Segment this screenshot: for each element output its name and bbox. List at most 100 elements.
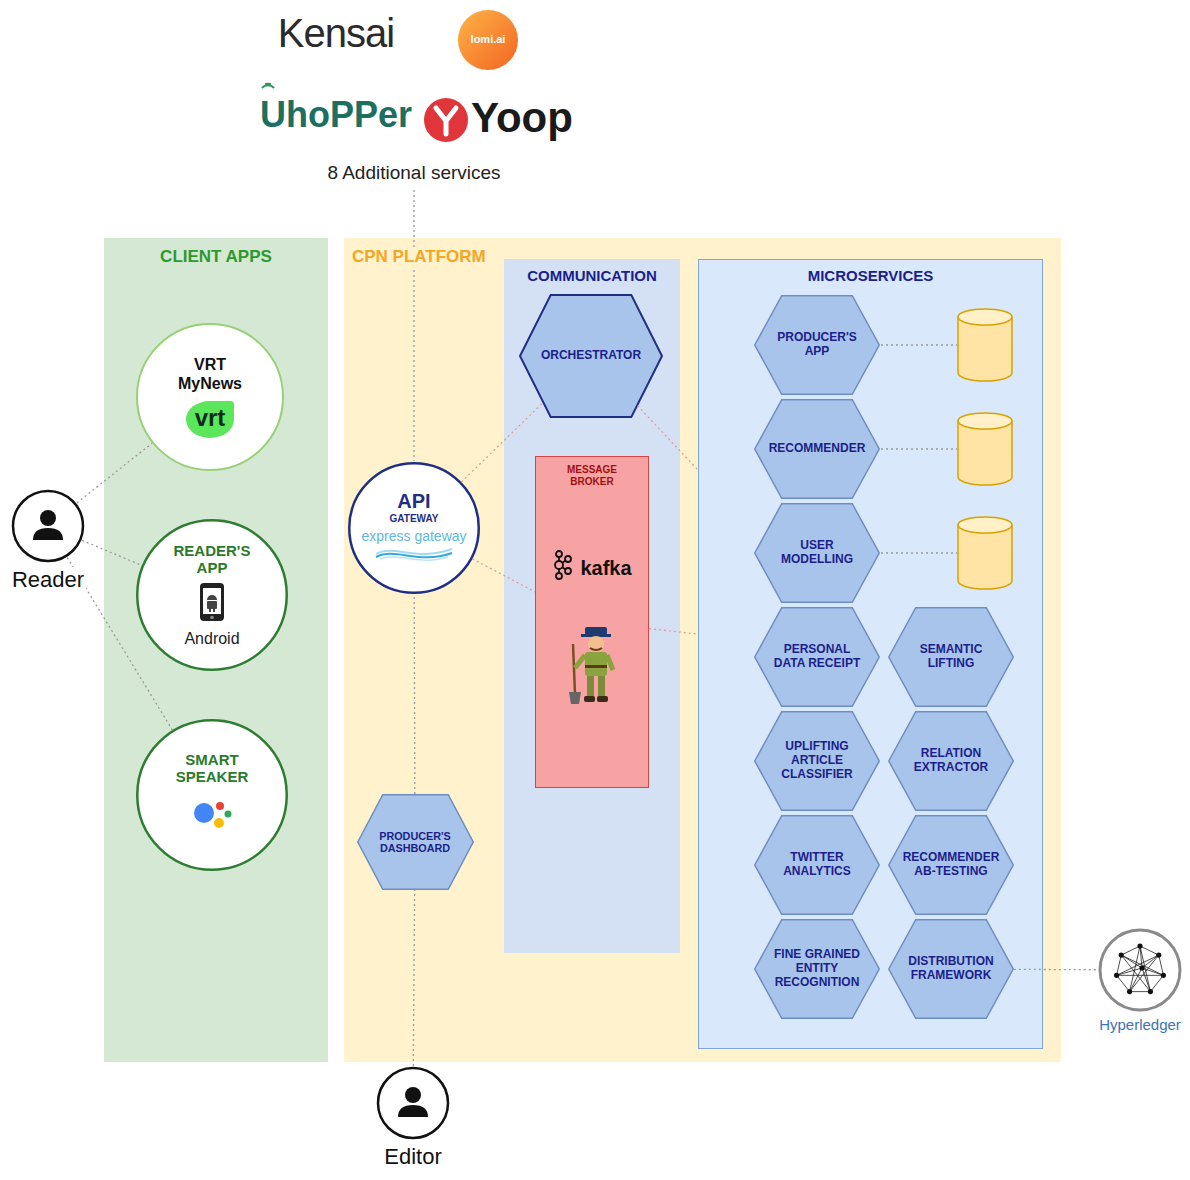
platform-band: CPN PLATFORMAPIGATEWAYexpress gatewayPRO…: [344, 238, 1061, 1062]
communication-outline: [504, 259, 680, 953]
hyperledger-outline-part: [1119, 952, 1124, 957]
yoop-logo-mark: [436, 108, 456, 134]
kafdrop-mascot-part: [573, 644, 575, 694]
partner-logo-text: Yoop: [471, 94, 573, 142]
node-title: PRODUCER'S APP: [767, 331, 867, 359]
hyperledger-outline-part: [1139, 965, 1144, 970]
client-app-circle: READER'S APP Android: [136, 519, 288, 671]
node-content: RECOMMENDER: [754, 399, 880, 499]
client-app-outline-part: [137, 324, 283, 470]
node-content: FINE GRAINED ENTITY RECOGNITION: [754, 919, 880, 1019]
services-caption: 8 Additional services: [327, 162, 500, 184]
actor-outline: [11, 489, 85, 563]
node-content: PRODUCER'S DASHBOARD: [357, 794, 474, 890]
kafdrop-mascot-part: [607, 655, 613, 670]
hyperledger-outline-part: [1140, 946, 1159, 955]
node-content: COMMUNICATION: [504, 259, 680, 284]
android-phone-icon-part: [209, 609, 211, 612]
client-app-circle: VRT MyNewsvrt: [136, 323, 284, 471]
dashboard-hexagon: PRODUCER'S DASHBOARD: [357, 794, 474, 890]
kafka-icon-part: [565, 556, 571, 562]
actor-outline-part: [398, 1105, 428, 1117]
database-cylinder: [958, 421, 1012, 485]
database-cylinder: [958, 317, 1012, 381]
database-cylinder-top: [958, 309, 1012, 325]
database-cylinder-top: [958, 517, 1012, 533]
microservice-outline-part: [755, 920, 880, 1019]
kafdrop-mascot-part: [587, 676, 594, 696]
node-content: APIGATEWAYexpress gateway: [348, 462, 480, 594]
node-title: FINE GRAINED ENTITY RECOGNITION: [767, 948, 867, 989]
client-app-circle: SMART SPEAKER: [136, 719, 288, 871]
microservice-outline-part: [889, 712, 1014, 811]
microservice-outline-part: [755, 608, 880, 707]
kafka-icon-part: [556, 573, 562, 579]
yoop-logo-circle: [424, 98, 468, 142]
kafdrop-mascot-part: [597, 696, 608, 702]
hyperledger-outline-part: [1142, 968, 1163, 975]
api-gateway-outline-part: [349, 463, 479, 593]
services-leader-line: [413, 190, 414, 461]
node-content: SMART SPEAKER: [136, 719, 288, 871]
android-phone-icon-part: [207, 601, 217, 609]
message-broker-outline: [535, 456, 649, 788]
node-content: ORCHESTRATOR: [519, 294, 663, 418]
partner-logo-text: lomi.ai: [471, 33, 506, 46]
database-cylinder: [958, 525, 1012, 589]
node-content: READER'S APP Android: [136, 519, 288, 671]
node-title: MICROSERVICES: [808, 267, 934, 284]
uhopper-wifi-mark: [262, 84, 274, 88]
kafdrop-mascot-part: [584, 696, 595, 702]
node-title: CLIENT APPS: [160, 247, 272, 267]
kafdrop-mascot-part: [598, 676, 605, 696]
microservice-hexagon: FINE GRAINED ENTITY RECOGNITION: [754, 919, 880, 1019]
node-title: VRT MyNews: [174, 356, 246, 393]
hyperledger-outline-part: [1100, 930, 1180, 1010]
actor-circle: Editor: [375, 1066, 451, 1178]
microservice-hexagon: PRODUCER'S APP: [754, 295, 880, 395]
microservices-outline: [698, 259, 1043, 1049]
node-content: VRT MyNewsvrt: [136, 323, 284, 471]
message-broker-box: MESSAGE BROKERkafka: [535, 456, 649, 788]
hyperledger-outline-part: [1117, 946, 1164, 992]
microservice-hexagon: UPLIFTING ARTICLE CLASSIFIER: [754, 711, 880, 811]
hyperledger-outline-part: [1121, 955, 1142, 968]
kafka-icon-part: [565, 568, 571, 574]
kafdrop-mascot-part: [575, 655, 585, 668]
node-text: GATEWAY: [390, 513, 439, 525]
node-title: COMMUNICATION: [527, 267, 657, 284]
kafka-icon-part: [556, 551, 562, 557]
assistant-icon-part: [194, 803, 214, 823]
node-title: READER'S APP: [166, 542, 258, 577]
lomi-logo-circle: [458, 10, 518, 70]
node-title: USER MODELLING: [767, 539, 867, 567]
node-title: MESSAGE BROKER: [557, 464, 627, 487]
actor-outline: [376, 1066, 450, 1140]
hyperledger-outline-part: [1150, 975, 1163, 991]
hyperledger-outline-part: [1159, 955, 1164, 975]
orchestrator-hexagon: ORCHESTRATOR: [519, 294, 663, 418]
kafka-icon: [551, 550, 573, 584]
node-content: TWITTER ANALYTICS: [754, 815, 880, 915]
actor-outline-part: [378, 1068, 448, 1138]
kafdrop-mascot-part: [563, 624, 621, 706]
kafdrop-mascot-part: [585, 652, 607, 676]
node-title: RECOMMENDER AB-TESTING: [901, 851, 1001, 879]
node-content: DISTRIBUTION FRAMEWORK: [888, 919, 1014, 1019]
gateway-wave-logo: [374, 544, 454, 566]
actor-outline-part: [40, 510, 56, 526]
microservice-outline-part: [889, 816, 1014, 915]
node-title: RECOMMENDER: [769, 442, 866, 456]
hyperledger-outline-part: [1117, 955, 1159, 975]
node-content: MICROSERVICES: [698, 259, 1043, 284]
node-text: Android: [184, 630, 239, 648]
node-content: SEMANTIC LIFTING: [888, 607, 1014, 707]
api-gateway-outline: [348, 462, 480, 594]
microservice-outline-part: [755, 504, 880, 603]
node-content: RELATION EXTRACTOR: [888, 711, 1014, 811]
node-title: API: [397, 490, 430, 513]
node-title: PERSONAL DATA RECEIPT: [767, 643, 867, 671]
android-phone-icon-part: [203, 588, 221, 614]
